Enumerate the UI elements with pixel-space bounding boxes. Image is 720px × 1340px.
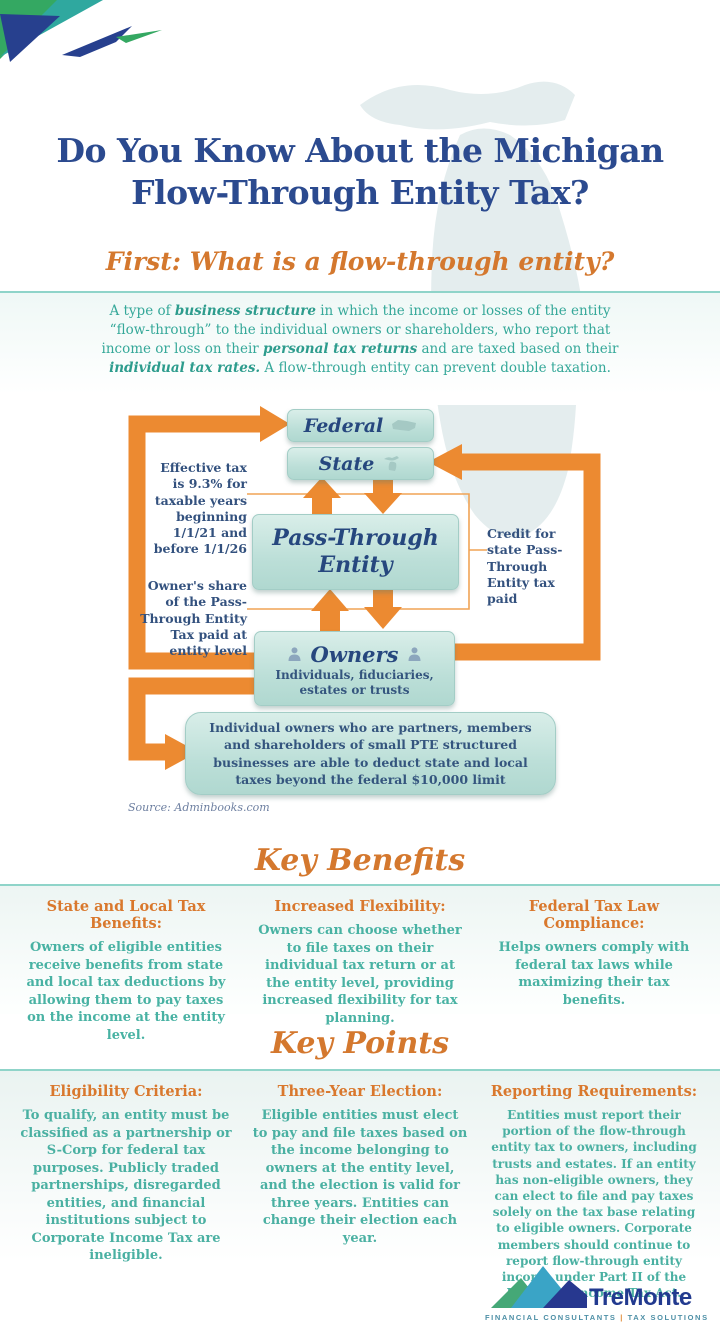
benefit-column: Increased Flexibility: Owners can choose… — [250, 898, 470, 1044]
benefit-heading: Federal Tax Law Compliance: — [528, 898, 660, 932]
benefit-body: Helps owners comply with federal tax law… — [498, 940, 690, 1008]
page-title-line2: Flow-Through Entity Tax? — [131, 173, 589, 213]
tremonte-logo: TreMonte FINANCIAL CONSULTANTS | TAX SOL… — [485, 1262, 707, 1322]
benefit-body: Owners can choose whether to file taxes … — [258, 923, 462, 1026]
intro-bold-2: personal tax returns — [263, 341, 418, 358]
intro-bold-1: business structure — [174, 303, 316, 319]
point-column: Three-Year Election: Eligible entities m… — [250, 1083, 470, 1301]
point-body: Entities must report their portion of th… — [491, 1108, 697, 1301]
pass-through-entity-box: Pass-Through Entity — [252, 514, 459, 590]
intro-paragraph: A type of business structure in which th… — [95, 302, 625, 379]
intro-text-4: A flow-through entity can prevent double… — [260, 360, 611, 377]
tagline-left: FINANCIAL CONSULTANTS — [485, 1313, 617, 1322]
effective-tax-annotation: Effective tax is 9.3% for taxable years … — [153, 460, 247, 557]
point-heading: Eligibility Criteria: — [49, 1083, 203, 1100]
page-title-line1: Do You Know About the Michigan — [56, 131, 664, 170]
point-body: Eligible entities must elect to pay and … — [252, 1108, 468, 1246]
page-title: Do You Know About the Michigan Flow-Thro… — [0, 130, 720, 214]
key-benefits-title: Key Benefits — [254, 843, 466, 878]
intro-bold-3: individual tax rates. — [109, 360, 261, 377]
michigan-icon — [382, 454, 402, 474]
point-body: To qualify, an entity must be classified… — [20, 1108, 232, 1264]
intro-text-1: A type of — [109, 303, 175, 319]
benefit-column: Federal Tax Law Compliance: Helps owners… — [484, 898, 704, 1044]
benefit-heading: Increased Flexibility: — [274, 898, 446, 915]
benefit-heading: State and Local Tax Benefits: — [46, 898, 206, 932]
benefit-body: Owners of eligible entities receive bene… — [26, 940, 226, 1043]
pte-label: Pass-Through Entity — [272, 525, 438, 580]
tagline-right: TAX SOLUTIONS — [627, 1313, 709, 1322]
owners-box: Owners Individuals, fiduciaries, estates… — [254, 631, 455, 706]
deduction-note-text: Individual owners who are partners, memb… — [209, 719, 532, 788]
pte-label-line1: Pass-Through — [272, 524, 439, 551]
pte-label-line2: Entity — [318, 552, 393, 578]
owners-title: Owners — [288, 642, 422, 667]
intro-text-2: in which the income or losses of the ent… — [101, 303, 611, 358]
federal-label: Federal — [303, 414, 384, 437]
tagline-separator: | — [620, 1313, 624, 1322]
owners-share-annotation: Owner's share of the Pass-Through Entity… — [140, 578, 247, 658]
deduction-note-box: Individual owners who are partners, memb… — [185, 712, 556, 795]
federal-box: Federal — [287, 409, 434, 442]
intro-text-3: and are taxed based on their — [417, 341, 619, 358]
key-benefits-section: State and Local Tax Benefits: Owners of … — [0, 884, 720, 1043]
mountains-icon — [491, 1266, 587, 1308]
owners-label: Owners — [310, 641, 399, 667]
tremonte-tagline: FINANCIAL CONSULTANTS | TAX SOLUTIONS — [485, 1313, 707, 1322]
corner-logo-icon — [0, 0, 162, 62]
state-box: State — [287, 447, 434, 480]
point-column: Reporting Requirements: Entities must re… — [484, 1083, 704, 1301]
source-credit: Source: Adminbooks.com — [128, 801, 270, 814]
key-points-title: Key Points — [270, 1026, 450, 1061]
point-heading: Reporting Requirements: — [490, 1083, 698, 1100]
state-label: State — [318, 452, 375, 475]
point-column: Eligibility Criteria: To qualify, an ent… — [16, 1083, 236, 1301]
owners-subtext: Individuals, fiduciaries, estates or tru… — [275, 667, 434, 697]
us-map-icon — [391, 418, 417, 434]
person-icon — [288, 646, 301, 661]
credit-annotation: Credit for state Pass-Through Entity tax… — [487, 526, 563, 606]
person-icon — [408, 646, 421, 661]
flow-arrows — [128, 406, 601, 770]
flow-diagram: Federal State Pass-Through Entity Owners — [0, 405, 720, 820]
key-points-section: Eligibility Criteria: To qualify, an ent… — [0, 1069, 720, 1300]
intro-band: A type of business structure in which th… — [0, 291, 720, 405]
point-heading: Three-Year Election: — [277, 1083, 443, 1100]
section-subtitle: First: What is a flow-through entity? — [105, 247, 615, 276]
benefit-column: State and Local Tax Benefits: Owners of … — [16, 898, 236, 1044]
tremonte-wordmark: TreMonte — [589, 1284, 692, 1311]
